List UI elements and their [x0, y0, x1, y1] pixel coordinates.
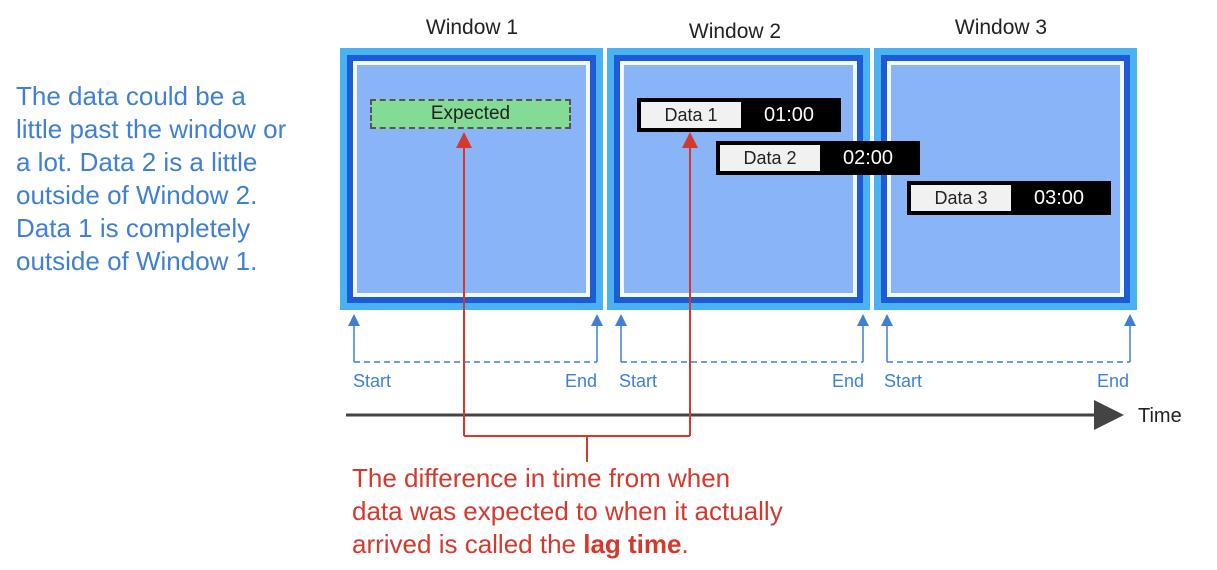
data-item-label: Data 2: [720, 145, 820, 171]
window-1-start-label: Start: [353, 371, 392, 391]
data-item-label: Data 3: [911, 185, 1011, 211]
side-note-line: Data 1 is completely: [16, 213, 251, 243]
side-note-line: outside of Window 2.: [16, 180, 258, 210]
lag-connector: [456, 132, 698, 462]
window-2-range: [615, 314, 869, 363]
window-1-end-label: End: [565, 371, 598, 391]
data-item-time: 03:00: [1033, 186, 1085, 209]
time-axis-label: Time: [1138, 405, 1182, 427]
window-3-range: [881, 314, 1136, 363]
lag-time-note: The difference in time from when data wa…: [352, 462, 783, 561]
window-2-title: Window 2: [688, 20, 782, 43]
side-note: The data could be a little past the wind…: [16, 80, 336, 278]
window-3-end-label: End: [1097, 371, 1130, 391]
window-2-end-label: End: [832, 371, 865, 391]
window-3-start-label: Start: [884, 371, 923, 391]
lag-note-prefix: arrived is called the: [352, 529, 584, 559]
side-note-line: outside of Window 1.: [16, 246, 258, 276]
data-item-label: Data 1: [641, 102, 741, 128]
data-item-3: Data 3 03:00: [907, 181, 1111, 215]
lag-note-suffix: .: [681, 529, 689, 559]
lag-time-term: lag time: [583, 529, 682, 559]
side-note-line: The data could be a: [16, 81, 246, 111]
side-note-line: little past the window or: [16, 114, 287, 144]
data-item-2: Data 2 02:00: [716, 141, 920, 175]
data-item-time: 02:00: [842, 146, 894, 169]
lag-note-line: The difference in time from when: [352, 463, 731, 493]
window-1-title: Window 1: [425, 16, 519, 39]
window-2-start-label: Start: [619, 371, 658, 391]
window-3: [874, 48, 1137, 310]
expected-marker: Expected: [370, 99, 571, 129]
window-3-body: [891, 65, 1120, 293]
data-item-time: 01:00: [763, 103, 815, 126]
lag-note-line: arrived is called the lag time.: [352, 528, 783, 561]
lag-note-line: data was expected to when it actually: [352, 496, 783, 526]
window-1-range: [348, 314, 603, 363]
data-item-1: Data 1 01:00: [637, 98, 841, 132]
window-3-title: Window 3: [954, 16, 1048, 39]
side-note-line: a lot. Data 2 is a little: [16, 147, 258, 177]
